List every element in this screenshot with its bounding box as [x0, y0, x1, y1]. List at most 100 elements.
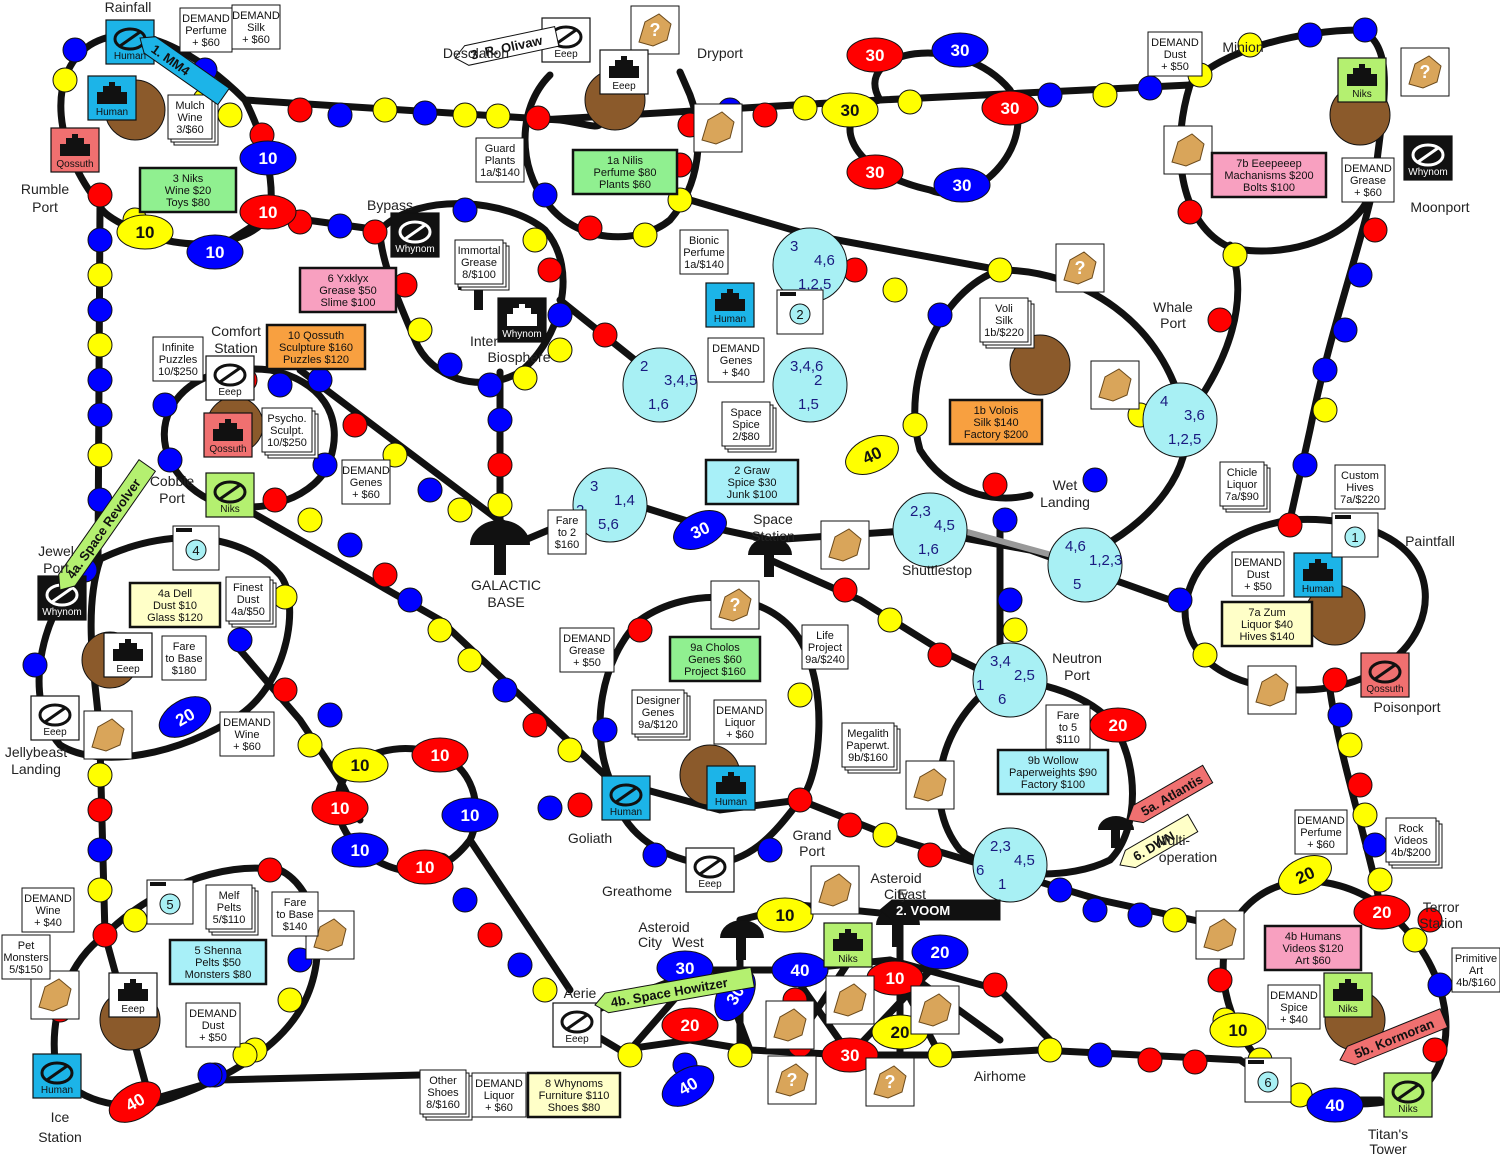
track-space[interactable] — [287, 97, 313, 123]
hub-node[interactable]: 23,4,51,6 — [622, 347, 698, 423]
track-space[interactable] — [592, 322, 618, 348]
race-tile-human[interactable]: Human — [706, 765, 756, 811]
value-oval[interactable]: 30 — [667, 503, 732, 557]
track-space[interactable] — [1207, 307, 1233, 333]
track-space[interactable] — [987, 257, 1013, 283]
track-space[interactable] — [87, 332, 113, 358]
track-space[interactable] — [982, 472, 1008, 498]
track-space[interactable] — [1092, 82, 1118, 108]
track-space[interactable] — [1337, 732, 1363, 758]
track-space[interactable] — [1347, 262, 1373, 288]
track-space[interactable] — [837, 812, 863, 838]
space-station-dock-icon[interactable] — [748, 537, 792, 577]
track-space[interactable] — [577, 215, 603, 241]
asteroid-city-west-dock-icon[interactable] — [720, 920, 764, 960]
track-space[interactable] — [757, 837, 783, 863]
value-oval[interactable]: 40 — [839, 428, 904, 482]
track-space[interactable] — [1332, 317, 1358, 343]
track-space[interactable] — [537, 257, 563, 283]
track-space[interactable] — [997, 587, 1023, 613]
track-space[interactable] — [227, 627, 253, 653]
value-oval[interactable]: 20 — [1272, 848, 1337, 902]
track-space[interactable] — [152, 392, 178, 418]
track-space[interactable] — [1192, 642, 1218, 668]
track-space[interactable] — [1162, 907, 1188, 933]
track-space[interactable] — [1207, 967, 1233, 993]
value-oval[interactable]: 10 — [441, 797, 499, 833]
track-space[interactable] — [412, 100, 438, 126]
track-space[interactable] — [727, 1042, 753, 1068]
track-space[interactable] — [397, 587, 423, 613]
track-space[interactable] — [87, 762, 113, 788]
track-space[interactable] — [52, 67, 78, 93]
track-space[interactable] — [87, 837, 113, 863]
value-oval[interactable]: 10 — [331, 832, 389, 868]
value-oval[interactable]: 40 — [102, 1073, 167, 1130]
track-space[interactable] — [272, 677, 298, 703]
track-space[interactable] — [87, 877, 113, 903]
value-oval[interactable]: 30 — [981, 90, 1039, 126]
track-space[interactable] — [87, 367, 113, 393]
mystery-asteroid[interactable]: ? — [1400, 47, 1450, 97]
track-space[interactable] — [1347, 772, 1373, 798]
track-space[interactable] — [452, 197, 478, 223]
race-tile-eeep[interactable]: Eeep — [552, 1002, 602, 1048]
asteroid-tile[interactable] — [1195, 910, 1245, 960]
track-space[interactable] — [217, 102, 243, 128]
asteroid-tile[interactable] — [910, 985, 960, 1035]
track-space[interactable] — [632, 222, 658, 248]
galactic-base-icon[interactable] — [470, 520, 530, 575]
hub-node[interactable]: 2,34,516 — [972, 827, 1048, 903]
asteroid-tile[interactable] — [810, 865, 860, 915]
track-space[interactable] — [1127, 902, 1153, 928]
track-space[interactable] — [452, 887, 478, 913]
track-space[interactable] — [547, 302, 573, 328]
track-space[interactable] — [592, 717, 618, 743]
race-tile-whynom[interactable]: Whynom — [1403, 135, 1453, 181]
race-tile-niks[interactable]: Niks — [1323, 972, 1373, 1018]
track-space[interactable] — [512, 365, 538, 391]
track-space[interactable] — [1177, 199, 1203, 225]
value-oval[interactable]: 10 — [311, 790, 369, 826]
track-space[interactable] — [1087, 1042, 1113, 1068]
track-space[interactable] — [1082, 897, 1108, 923]
track-space[interactable] — [272, 584, 298, 610]
track-space[interactable] — [537, 795, 563, 821]
hub-node[interactable]: 3,4,621,5 — [772, 347, 848, 423]
track-space[interactable] — [1367, 867, 1393, 893]
value-oval[interactable]: 10 — [186, 234, 244, 270]
track-space[interactable] — [477, 372, 503, 398]
track-space[interactable] — [522, 227, 548, 253]
ship-tag[interactable]: 5a. Atlantis — [1123, 764, 1214, 828]
track-space[interactable] — [1312, 357, 1338, 383]
value-oval[interactable]: 20 — [661, 1007, 719, 1043]
track-space[interactable] — [447, 497, 473, 523]
track-space[interactable] — [297, 507, 323, 533]
track-space[interactable] — [87, 402, 113, 428]
track-space[interactable] — [832, 577, 858, 603]
station-tile[interactable]: 1 — [1331, 512, 1379, 558]
track-space[interactable] — [1322, 667, 1348, 693]
track-space[interactable] — [557, 737, 583, 763]
station-tile[interactable]: 4 — [172, 525, 220, 571]
race-tile-whynom[interactable]: Whynom — [37, 575, 87, 621]
race-tile-whynom[interactable]: Whynom — [390, 212, 440, 258]
asteroid-tile[interactable] — [825, 975, 875, 1025]
